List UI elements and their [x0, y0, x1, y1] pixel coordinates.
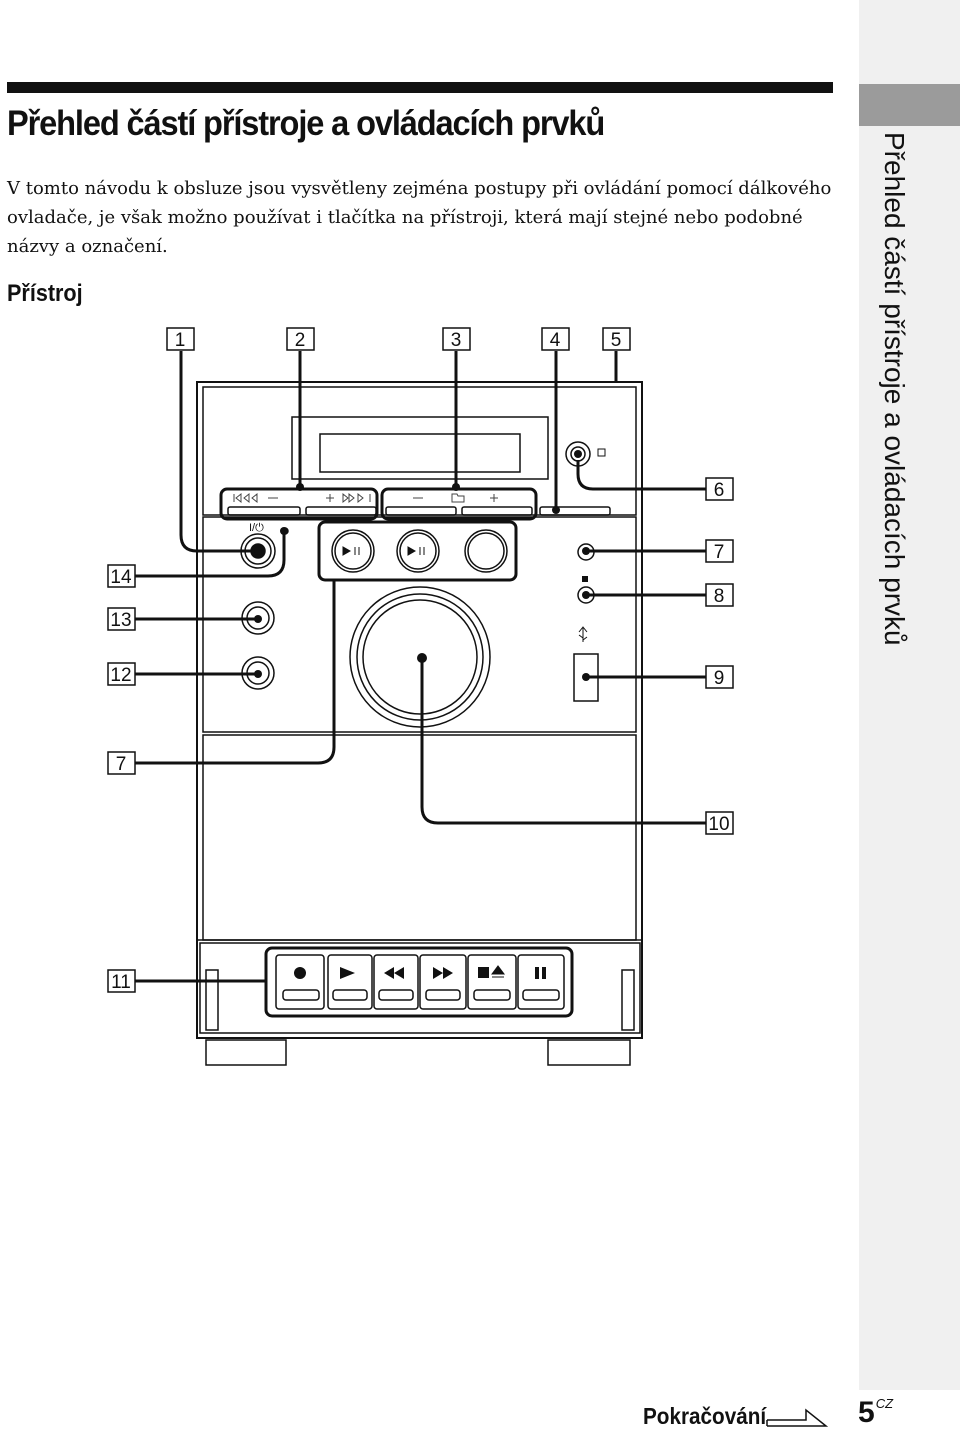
callout-9: 9 — [714, 668, 725, 689]
side-tab-marker — [859, 84, 960, 126]
leader-lines — [131, 351, 711, 983]
callout-10: 10 — [708, 814, 729, 835]
intro-paragraph: V tomto návodu k obsluze jsou vysvětleny… — [7, 178, 832, 257]
device-diagram: I/⏻ — [107, 327, 734, 1066]
side-tab-text: Přehled částí přístroje a ovládacích prv… — [879, 132, 910, 646]
callout-8: 8 — [714, 586, 725, 607]
callout-7-left: 7 — [116, 754, 127, 775]
cassette-buttons — [275, 954, 565, 1010]
callout-12: 12 — [110, 665, 131, 686]
continued-label: Pokračování — [643, 1403, 767, 1429]
volume-knob — [349, 586, 491, 728]
page-number-value: 5 — [858, 1396, 875, 1429]
front-button-strip — [227, 506, 611, 516]
callout-11: 11 — [111, 972, 131, 993]
callout-4: 4 — [550, 330, 561, 351]
page-title: Přehled částí přístroje a ovládacích prv… — [7, 104, 605, 143]
continued-arrow-icon — [766, 1408, 828, 1427]
front-button-icons — [233, 492, 498, 504]
callout-2: 2 — [295, 330, 306, 351]
display-window — [291, 416, 549, 480]
callout-14: 14 — [110, 567, 132, 588]
right-controls — [565, 441, 606, 702]
page-number-suffix: CZ — [875, 1396, 894, 1411]
callout-7-right: 7 — [714, 542, 725, 563]
callout-5: 5 — [611, 330, 622, 351]
cassette-button-group — [264, 946, 574, 1018]
callout-1: 1 — [175, 330, 186, 351]
callout-13: 13 — [110, 610, 131, 631]
page-number: 5CZ — [858, 1396, 893, 1430]
top-rule — [7, 82, 833, 93]
side-tab — [859, 0, 960, 1390]
callout-boxes — [107, 327, 734, 993]
section-heading: Přístroj — [7, 280, 83, 307]
svg-text:I/⏻: I/⏻ — [249, 522, 264, 534]
callout-numbers: 1 2 3 4 5 6 7 8 9 10 11 12 13 14 7 — [110, 330, 729, 993]
callout-6: 6 — [714, 480, 725, 501]
power-controls: I/⏻ — [240, 522, 289, 690]
function-button-group — [317, 520, 518, 582]
leader-dots — [254, 450, 590, 681]
round-buttons — [331, 529, 508, 573]
callout-3: 3 — [451, 330, 462, 351]
